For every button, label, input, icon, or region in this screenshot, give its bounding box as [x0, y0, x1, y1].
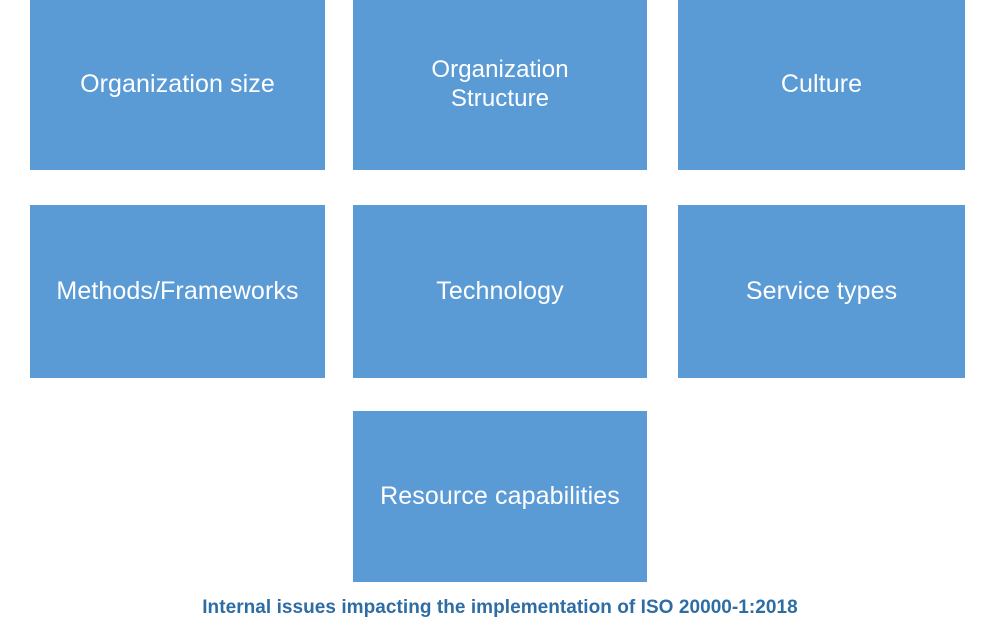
issue-box-organization-structure: Organization Structure [353, 0, 647, 170]
issue-box-resource-capabilities: Resource capabilities [353, 411, 647, 582]
issue-box-technology: Technology [353, 205, 647, 378]
diagram-caption: Internal issues impacting the implementa… [202, 597, 798, 618]
issue-box-organization-size: Organization size [30, 0, 325, 170]
issue-box-methods-frameworks: Methods/Frameworks [30, 205, 325, 378]
issue-box-service-types: Service types [678, 205, 965, 378]
issue-box-culture: Culture [678, 0, 965, 170]
